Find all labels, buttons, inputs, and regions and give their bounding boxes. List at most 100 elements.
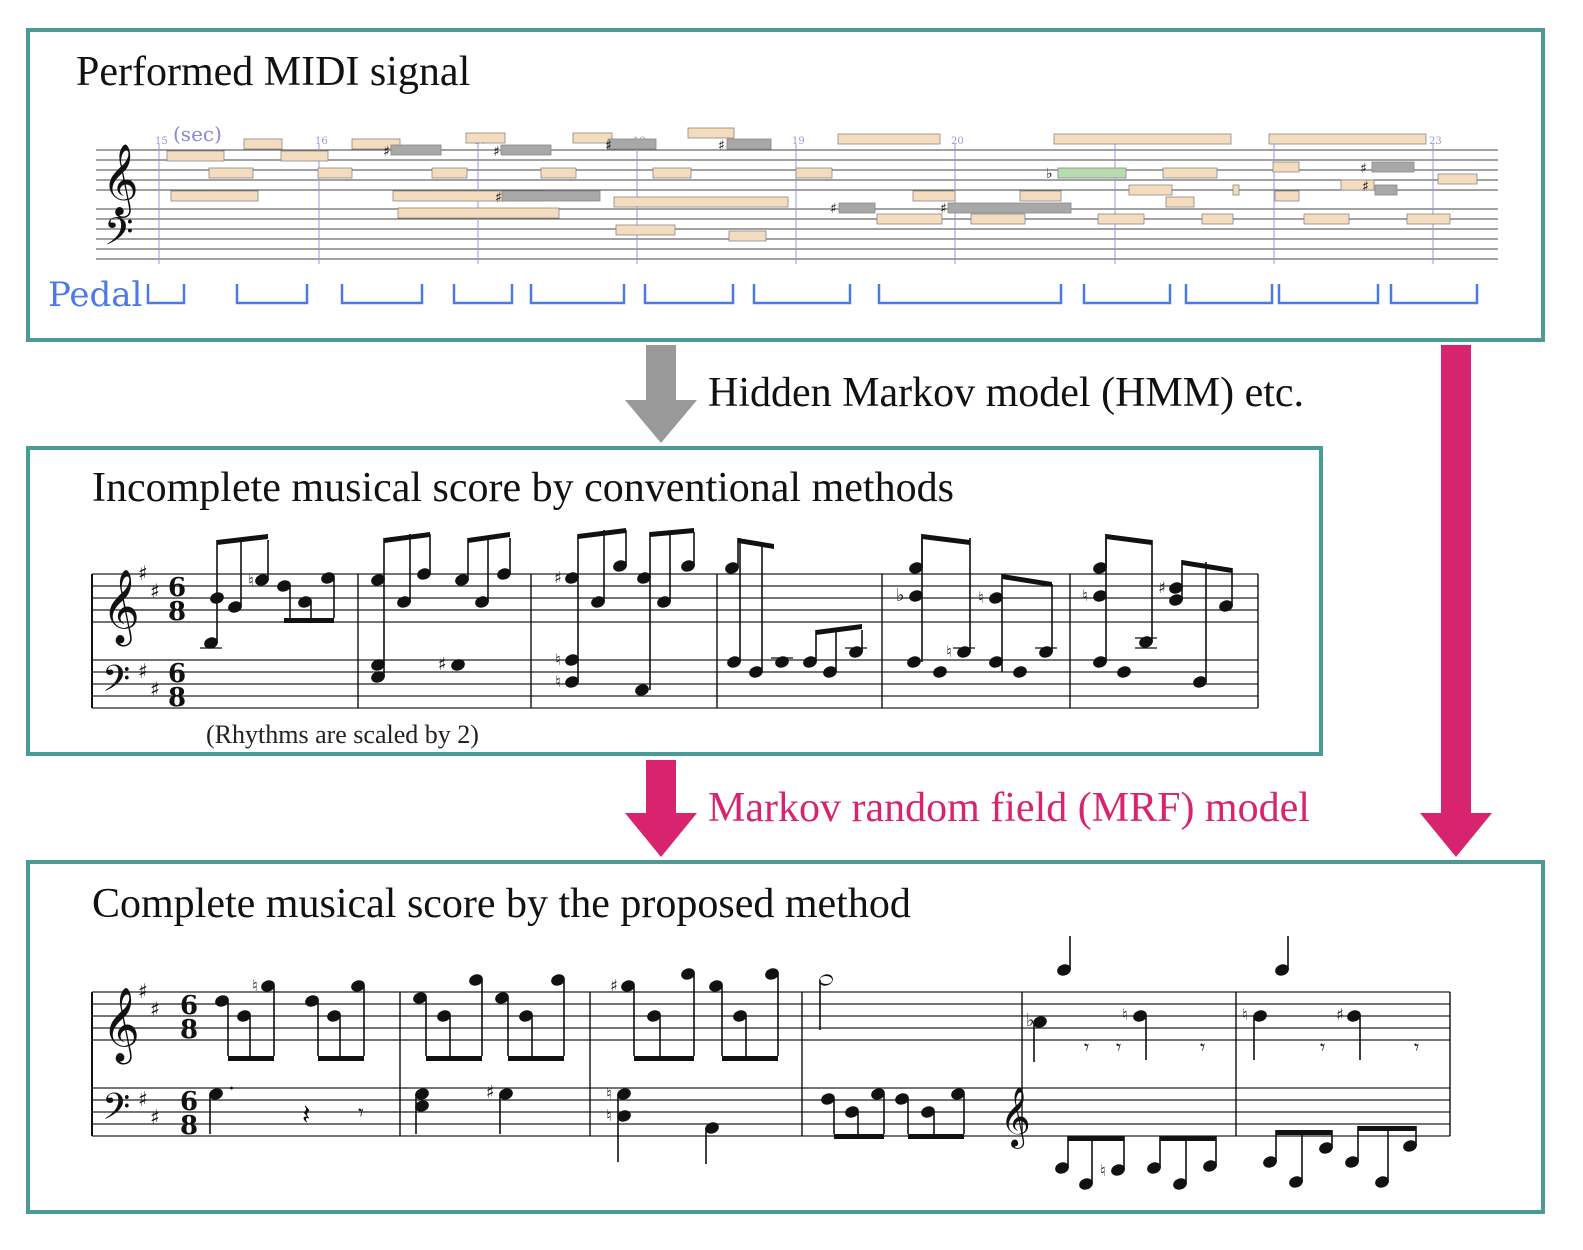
midi-note	[390, 144, 442, 156]
note-beam	[1182, 560, 1232, 573]
notehead	[681, 968, 695, 980]
hmm-arrow-label: Hidden Markov model (HMM) etc.	[708, 370, 1305, 416]
key-sharp-icon: ♯	[150, 579, 160, 603]
notehead	[591, 596, 605, 608]
note-beam	[738, 538, 774, 549]
treble-clef-icon: 𝄞	[102, 988, 140, 1065]
sharp-icon: ♯	[438, 654, 447, 675]
midi-note	[465, 132, 506, 144]
midi-note	[728, 230, 767, 242]
notehead	[1403, 1140, 1417, 1152]
notehead	[989, 656, 1003, 668]
midi-note	[607, 138, 657, 150]
notehead	[1289, 1176, 1303, 1188]
treble-clef-icon: 𝄞	[102, 142, 139, 218]
notehead	[765, 968, 779, 980]
time-mark-label: 15	[155, 136, 168, 147]
sharp-icon: ♯	[383, 144, 390, 160]
time-signature: 8	[168, 683, 186, 713]
treble-clef-change-icon: 𝄞	[1000, 1087, 1031, 1149]
midi-note	[1371, 161, 1415, 173]
natural-icon: ♮	[1082, 586, 1088, 605]
notehead	[1139, 636, 1153, 648]
midi-note	[726, 138, 772, 150]
notehead	[437, 1010, 451, 1022]
conventional-score-panel: Incomplete musical score by conventional…	[26, 446, 1323, 756]
notehead	[1319, 1142, 1333, 1154]
pedal-bracket	[235, 284, 309, 305]
pedal-bracket	[1082, 284, 1172, 305]
midi-note	[613, 196, 789, 208]
notehead	[907, 656, 921, 668]
midi-note	[1272, 161, 1300, 173]
midi-note	[837, 133, 941, 145]
key-sharp-icon: ♯	[138, 561, 148, 585]
natural-icon: ♮	[1122, 1005, 1128, 1024]
notehead	[871, 1088, 885, 1100]
notehead	[621, 980, 635, 992]
notehead	[371, 671, 385, 683]
sharp-icon: ♯	[1158, 578, 1166, 597]
piano-roll: (sec) 𝄞𝄢151617181920212223 ♯♯♯♯♯♯♯♯♯♭ Pe…	[48, 122, 1498, 315]
key-sharp-icon: ♯	[150, 1105, 160, 1129]
sharp-icon: ♯	[554, 568, 562, 587]
natural-icon: ♮	[555, 672, 561, 691]
notehead	[497, 568, 511, 580]
eighth-rest-icon: 𝄾	[1084, 1035, 1089, 1059]
notehead	[1219, 600, 1233, 612]
natural-icon: ♮	[1100, 1161, 1106, 1180]
notehead	[277, 580, 291, 592]
rhythm-scale-caption: (Rhythms are scaled by 2)	[206, 720, 479, 749]
key-sharp-icon: ♯	[138, 1087, 148, 1111]
key-sharp-icon: ♯	[150, 997, 160, 1021]
midi-note	[1232, 184, 1240, 196]
sharp-icon: ♯	[830, 201, 837, 217]
notehead	[371, 659, 385, 671]
key-sharp-icon: ♯	[150, 677, 160, 701]
notehead	[397, 596, 411, 608]
time-signature: 6	[180, 1087, 198, 1117]
notehead	[209, 1088, 223, 1100]
bass-clef-icon: 𝄢	[102, 658, 130, 709]
time-signature: 8	[168, 597, 186, 627]
time-mark-label: 19	[792, 136, 805, 147]
notehead	[1345, 1156, 1359, 1168]
note-beam	[834, 1134, 884, 1139]
notehead	[415, 1088, 429, 1100]
midi-panel: Performed MIDI signal (sec) 𝄞𝄢1516171819…	[26, 28, 1545, 342]
eighth-rest-icon: 𝄾	[1414, 1035, 1419, 1059]
notehead	[725, 562, 739, 574]
midi-note	[166, 150, 225, 162]
midi-note	[1340, 179, 1375, 191]
notehead	[565, 676, 579, 688]
note-beam	[1106, 534, 1152, 545]
pedal-bracket	[340, 284, 424, 305]
notehead	[1057, 964, 1071, 976]
notehead	[845, 1106, 859, 1118]
midi-note	[397, 207, 560, 219]
pedal-track	[146, 284, 1479, 305]
note-beam	[816, 624, 862, 635]
piano-roll-notes: ♯♯♯♯♯♯♯♯♯♭	[166, 127, 1478, 242]
notehead	[1055, 1162, 1069, 1174]
note-beam	[650, 528, 694, 537]
time-mark-label: 20	[951, 136, 964, 147]
notehead	[1275, 964, 1289, 976]
note-beam	[1358, 1126, 1416, 1131]
note-beam	[634, 1056, 694, 1061]
midi-note	[615, 224, 676, 236]
key-sharp-icon: ♯	[138, 979, 148, 1003]
notehead	[749, 666, 763, 678]
notehead	[417, 568, 431, 580]
midi-panel-title: Performed MIDI signal	[76, 49, 471, 95]
note-beam	[1002, 574, 1052, 587]
midi-note	[431, 167, 468, 179]
notehead	[823, 666, 837, 678]
conventional-panel-title: Incomplete musical score by conventional…	[92, 465, 954, 511]
note-beam	[722, 1056, 778, 1061]
notehead	[849, 646, 863, 658]
notehead	[228, 601, 242, 613]
notehead	[705, 1122, 719, 1134]
